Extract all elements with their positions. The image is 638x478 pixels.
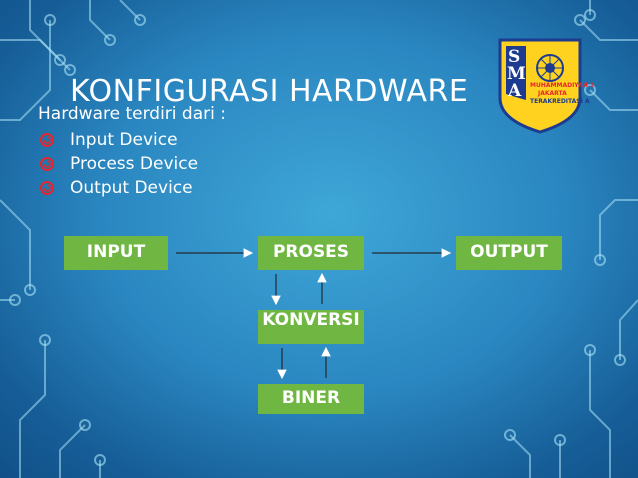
circuit-trace	[579, 19, 638, 41]
circuit-node	[79, 419, 91, 431]
logo-letter: A	[508, 81, 522, 101]
circuit-node	[54, 54, 66, 66]
node-output: OUTPUT	[456, 236, 562, 270]
circuit-node	[614, 354, 626, 366]
node-proses: PROSES	[258, 236, 364, 270]
node-input: INPUT	[64, 236, 168, 270]
circuit-trace	[59, 424, 86, 478]
circuit-node	[584, 84, 596, 96]
circuit-trace	[89, 0, 111, 41]
bullet-item: Process Device	[40, 152, 198, 176]
logo-letter: M	[507, 64, 526, 84]
logo-line: JAKARTA	[538, 90, 567, 97]
circuit-trace	[509, 434, 531, 478]
spiral-bullet-icon	[40, 133, 54, 147]
circuit-node	[554, 434, 566, 446]
circuit-trace	[589, 350, 611, 478]
circuit-trace	[0, 20, 51, 121]
circuit-node	[44, 14, 56, 26]
circuit-node	[584, 344, 596, 356]
circuit-node	[39, 334, 51, 346]
circuit-node	[64, 64, 76, 76]
bullet-text: Process Device	[70, 154, 199, 174]
circuit-trace	[619, 299, 638, 360]
circuit-node	[104, 34, 116, 46]
circuit-node	[94, 454, 106, 466]
circuit-node	[584, 9, 596, 21]
circuit-node	[504, 429, 516, 441]
circuit-trace	[29, 0, 61, 61]
intro-text: Hardware terdiri dari :	[38, 104, 226, 124]
node-konversi: KONVERSI	[258, 310, 364, 344]
bullet-text: Input Device	[70, 130, 178, 150]
circuit-trace	[0, 199, 31, 290]
school-logo	[498, 38, 582, 134]
circuit-node	[594, 254, 606, 266]
bullet-list: Input Device Process Device Output Devic…	[40, 128, 198, 200]
bullet-text: Output Device	[70, 178, 193, 198]
logo-caption: MUHAMMADIYAH 1 JAKARTA TERAKREDITASI A	[530, 82, 595, 106]
spiral-bullet-icon	[40, 157, 54, 171]
bullet-item: Input Device	[40, 128, 198, 152]
circuit-trace	[589, 89, 638, 111]
circuit-trace	[599, 199, 638, 260]
circuit-node	[9, 294, 21, 306]
bullet-item: Output Device	[40, 176, 198, 200]
logo-line: MUHAMMADIYAH 1	[530, 82, 595, 89]
node-biner: BINER	[258, 384, 364, 414]
circuit-trace	[19, 340, 46, 478]
slide-title: KONFIGURASI HARDWARE	[70, 74, 469, 109]
logo-line: TERAKREDITASI A	[530, 98, 590, 105]
logo-letter: S	[508, 47, 521, 67]
circuit-node	[134, 14, 146, 26]
spiral-bullet-icon	[40, 181, 54, 195]
circuit-node	[24, 284, 36, 296]
circuit-node	[574, 14, 586, 26]
